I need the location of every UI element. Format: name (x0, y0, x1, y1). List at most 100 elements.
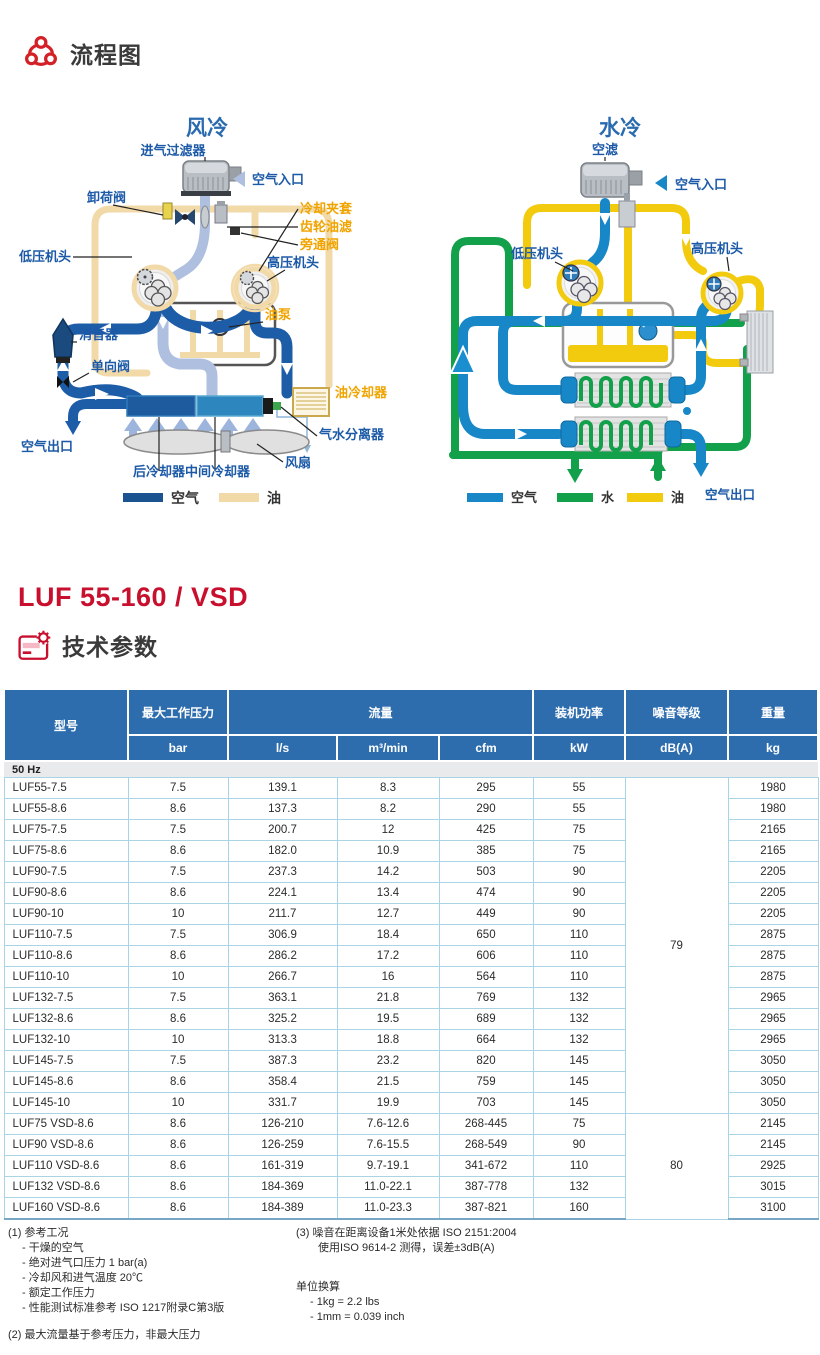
section-label: 50 Hz (4, 760, 818, 778)
cell-model: LUF110 VSD-8.6 (3, 1155, 129, 1177)
unload-valve (162, 202, 210, 229)
air-legend-oil: 油 (267, 490, 281, 506)
note-1-title: (1) 参考工况 (8, 1227, 69, 1239)
cell-cfm: 503 (438, 861, 534, 883)
cell-kw: 110 (532, 945, 626, 967)
cell-model: LUF90-10 (3, 903, 129, 925)
cell-kg: 2925 (727, 1155, 819, 1177)
note-1-item: - 冷却风和进气温度 20℃ (22, 1272, 144, 1284)
cell-kw: 132 (532, 1008, 626, 1030)
document-gear-icon (18, 630, 51, 660)
label-water-air-inlet: 空气入口 (675, 177, 727, 192)
intercooler-hx (560, 372, 691, 415)
spec-table-head: 型号 最大工作压力 流量 装机功率 噪音等级 重量 bar l/s m³/min… (3, 688, 819, 762)
cell-cfm: 341-672 (438, 1155, 534, 1177)
cell-noise: 80 (624, 1113, 729, 1220)
unit-conversion-item: - 1kg = 2.2 lbs (310, 1296, 380, 1308)
cell-model: LUF90-8.6 (3, 882, 129, 904)
cell-kw: 90 (532, 1134, 626, 1156)
cell-m3: 19.9 (336, 1092, 440, 1114)
label-air-filter: 空滤 (592, 142, 618, 157)
cell-kw: 90 (532, 882, 626, 904)
cell-kg: 2965 (727, 1008, 819, 1030)
label-separator: 气水分离器 (319, 427, 385, 442)
spec-table: 型号 最大工作压力 流量 装机功率 噪音等级 重量 bar l/s m³/min… (3, 688, 819, 1220)
cell-model: LUF90-7.5 (3, 861, 129, 883)
water-hp-airend (700, 271, 744, 315)
water-legend-water: 水 (601, 490, 615, 505)
cell-ls: 363.1 (227, 987, 338, 1009)
aftercooler-bar (126, 395, 196, 417)
cell-ls: 266.7 (227, 966, 338, 988)
cell-kw: 132 (532, 987, 626, 1009)
cell-m3: 11.0-23.3 (336, 1197, 440, 1220)
cell-ls: 161-319 (227, 1155, 338, 1177)
cell-bar: 10 (127, 1029, 229, 1051)
label-intercooler: 中间冷却器 (185, 464, 251, 479)
col-model: 型号 (3, 688, 129, 762)
cell-cfm: 664 (438, 1029, 534, 1051)
cell-ls: 184-389 (227, 1197, 338, 1220)
cell-m3: 14.2 (336, 861, 440, 883)
label-water-air-outlet: 空气出口 (705, 487, 755, 502)
cell-model: LUF110-7.5 (3, 924, 129, 946)
water-in-arrow (650, 457, 666, 471)
cell-cfm: 564 (438, 966, 534, 988)
water-air-outlet-arrow (693, 463, 709, 477)
water-legend-air: 空气 (511, 490, 537, 505)
cell-kw: 132 (532, 1176, 626, 1198)
water-air-filter (580, 162, 643, 198)
spec-section-title: 技术参数 (62, 634, 158, 660)
cell-kg: 2205 (727, 882, 819, 904)
cell-model: LUF55-8.6 (3, 798, 129, 820)
cell-kg: 2965 (727, 1029, 819, 1051)
note-1-item: - 额定工作压力 (22, 1287, 95, 1299)
label-oil-pump: 油泵 (265, 307, 291, 322)
cell-model: LUF132-10 (3, 1029, 129, 1051)
cell-cfm: 769 (438, 987, 534, 1009)
pointer-lines (554, 157, 730, 272)
cell-bar: 8.6 (127, 1134, 229, 1156)
cell-noise: 79 (624, 777, 729, 1114)
cell-bar: 7.5 (127, 777, 229, 799)
cell-kw: 90 (532, 861, 626, 883)
cell-ls: 182.0 (227, 840, 338, 862)
cell-ls: 313.3 (227, 1029, 338, 1051)
cell-kw: 145 (532, 1071, 626, 1093)
cell-kw: 132 (532, 1029, 626, 1051)
cell-bar: 8.6 (127, 1071, 229, 1093)
unit-conversion-item: - 1mm = 0.039 inch (310, 1311, 405, 1323)
water-air-inlet-arrow (655, 175, 667, 191)
cell-kg: 2875 (727, 924, 819, 946)
air-inlet-arrow (233, 171, 245, 187)
cell-m3: 12 (336, 819, 440, 841)
cell-model: LUF132-7.5 (3, 987, 129, 1009)
unit-kw: kW (532, 734, 626, 762)
notes-right: (3) 噪音在距离设备1米处依据 ISO 2151:2004 使用ISO 961… (296, 1226, 636, 1325)
label-muffler: 消音器 (79, 327, 119, 342)
cooler-connector (263, 398, 273, 414)
cell-ls: 387.3 (227, 1050, 338, 1072)
col-max-pressure: 最大工作压力 (127, 688, 229, 736)
cell-cfm: 290 (438, 798, 534, 820)
cell-model: LUF110-10 (3, 966, 129, 988)
label-air-outlet: 空气出口 (21, 439, 73, 454)
cell-cfm: 689 (438, 1008, 534, 1030)
cell-kg: 2875 (727, 945, 819, 967)
table-section-row: 50 Hz (4, 760, 818, 778)
cell-kw: 55 (532, 777, 626, 799)
cell-kw: 90 (532, 903, 626, 925)
cell-m3: 13.4 (336, 882, 440, 904)
cell-m3: 10.9 (336, 840, 440, 862)
note-3-line1: (3) 噪音在距离设备1米处依据 ISO 2151:2004 (296, 1227, 517, 1239)
note-2: (2) 最大流量基于参考压力，非最大压力 (8, 1329, 201, 1341)
cell-m3: 11.0-22.1 (336, 1176, 440, 1198)
cell-bar: 8.6 (127, 1113, 229, 1135)
label-unload-valve: 卸荷阀 (87, 190, 126, 205)
cell-ls: 139.1 (227, 777, 338, 799)
